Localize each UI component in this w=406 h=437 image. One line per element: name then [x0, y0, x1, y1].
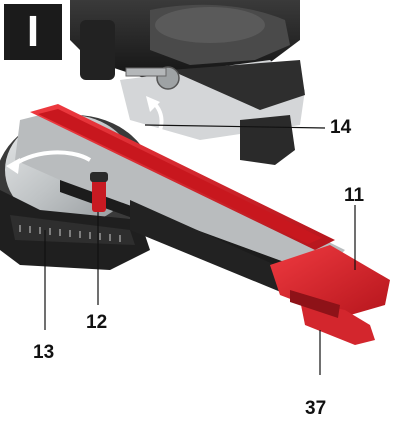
callout-12: 12 — [86, 312, 108, 333]
callout-13: 13 — [33, 342, 55, 363]
step-label: I — [4, 4, 62, 60]
handle — [270, 245, 390, 345]
rotation-arrow-left — [6, 150, 92, 174]
callout-37: 37 — [305, 398, 327, 419]
angle-scale — [19, 225, 121, 242]
leader-lines — [44, 124, 356, 375]
rotation-arrow-right — [146, 96, 164, 144]
callout-11: 11 — [344, 185, 365, 206]
saw-head — [70, 0, 300, 80]
turntable-arm — [15, 104, 345, 300]
callout-14: 14 — [330, 117, 352, 138]
lock-lever — [90, 172, 108, 212]
